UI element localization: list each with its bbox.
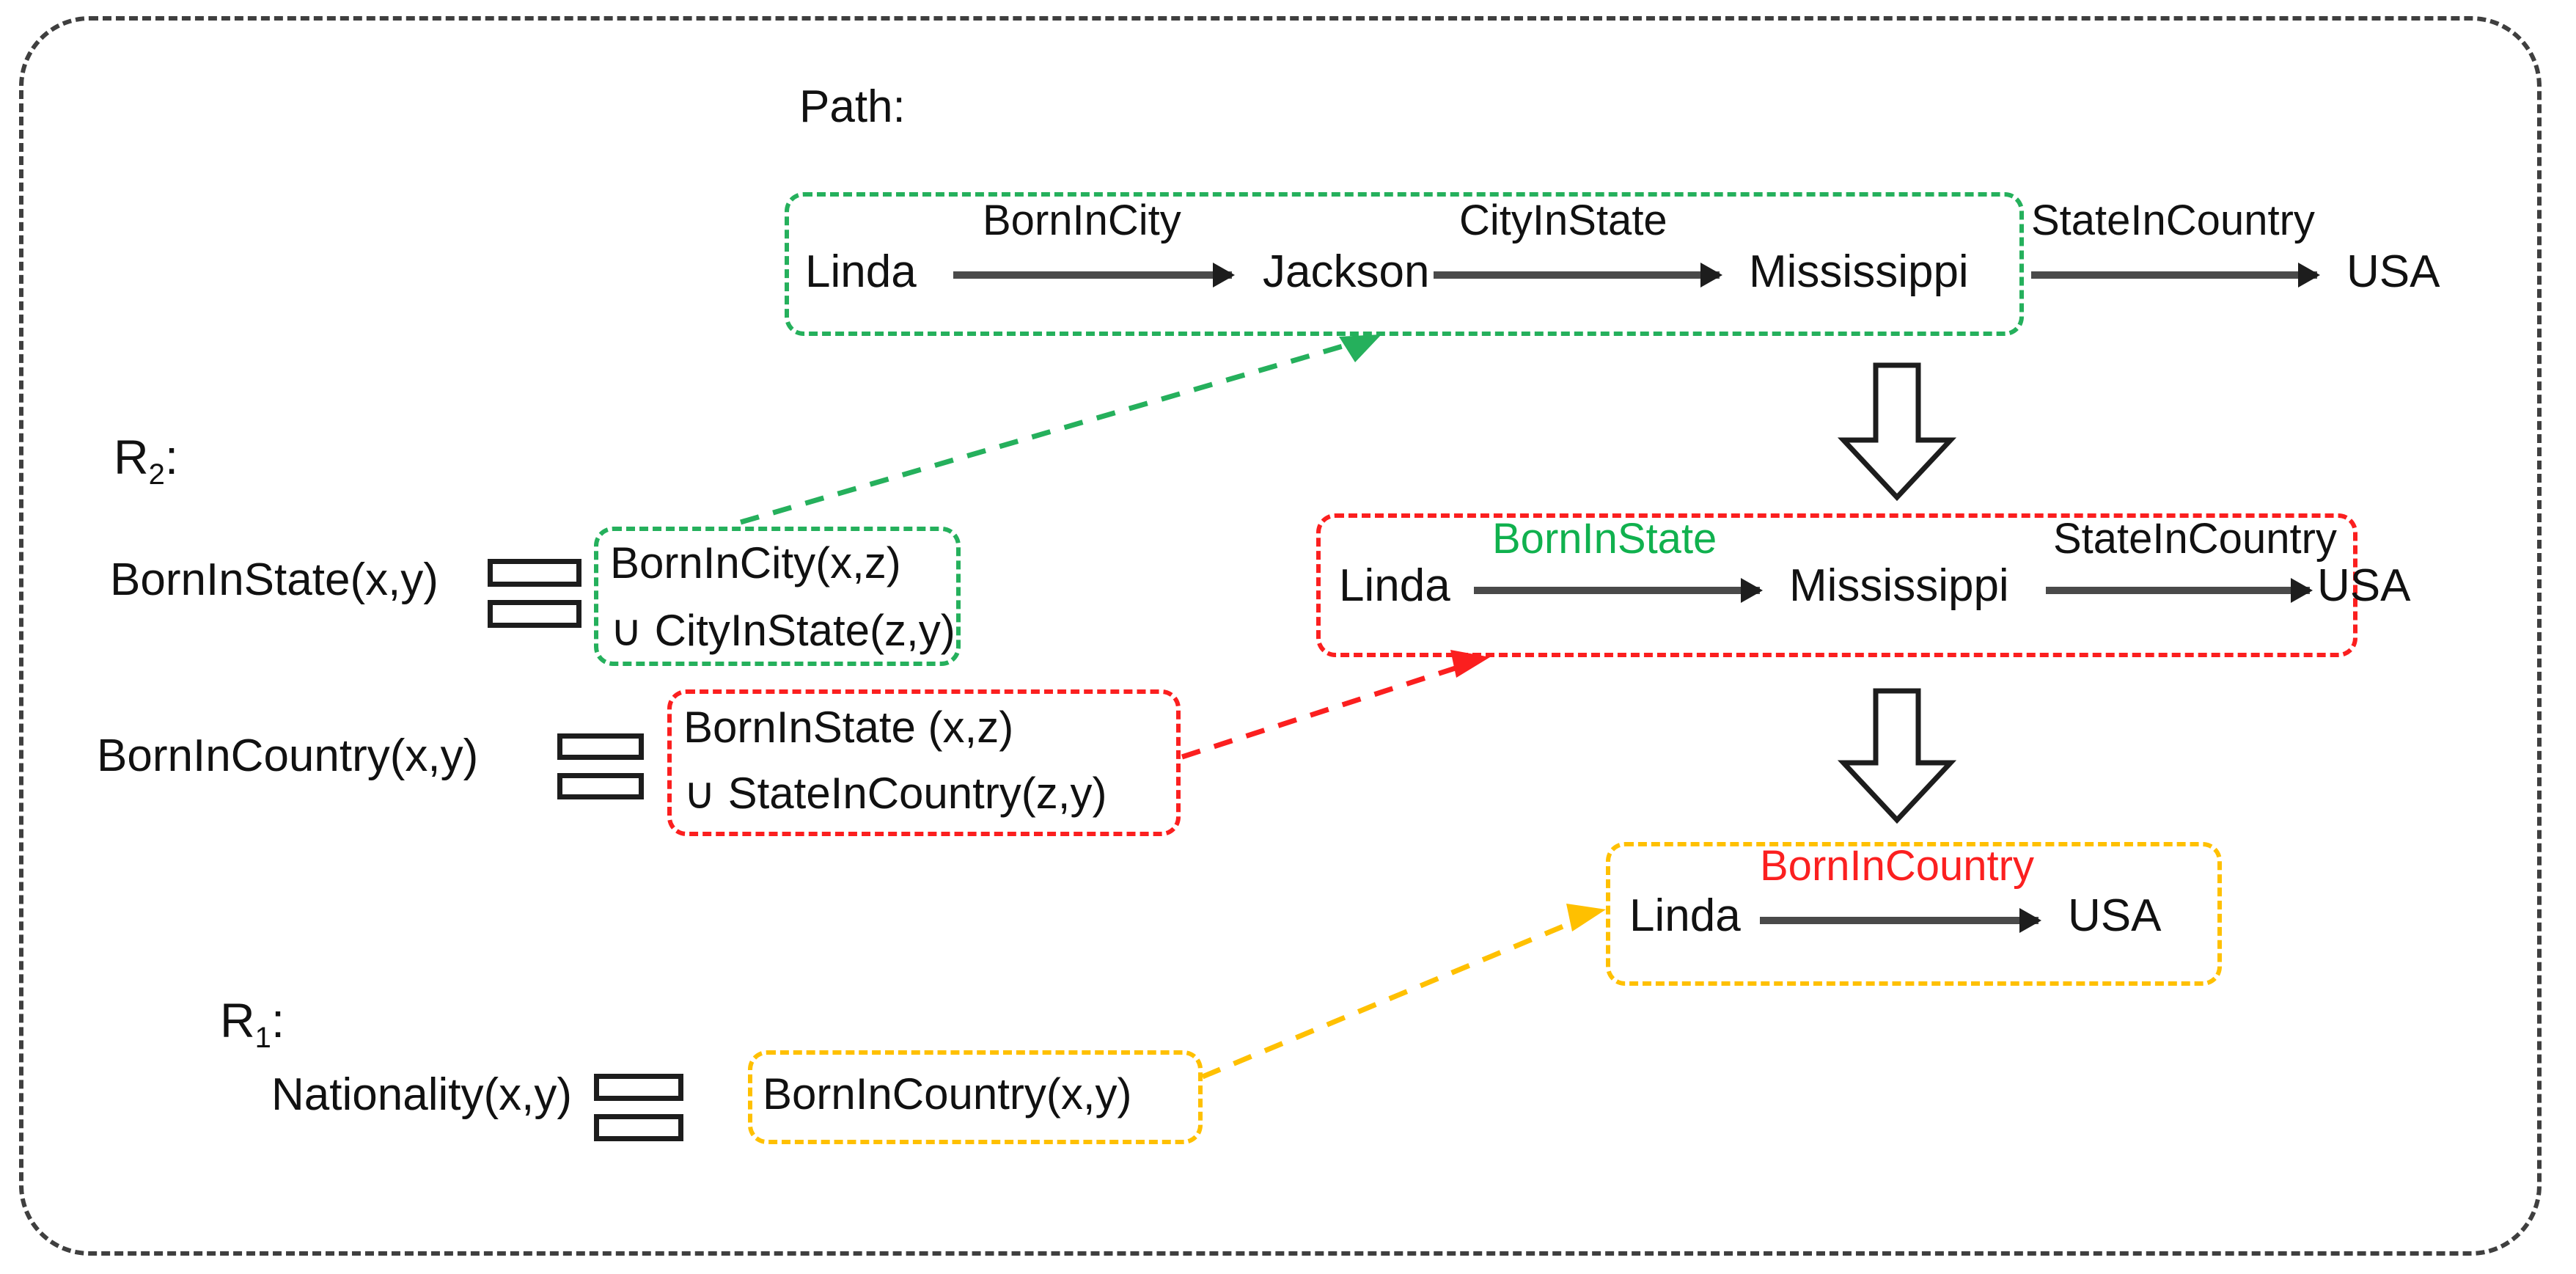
level1-node-jackson: Jackson	[1263, 246, 1430, 297]
level1-edge-bornincity: BornInCity	[983, 197, 1181, 244]
level2-node-linda: Linda	[1339, 560, 1450, 611]
outer-dashed-frame	[19, 16, 2542, 1256]
level3-path-box	[1606, 842, 2222, 986]
rule-r2-1-body-line-1: BornInCity(x,z)	[610, 538, 901, 587]
rule-r2-1-body-line-2: ∪ CityInState(z,y)	[610, 606, 955, 655]
level2-edge-stateincountry: StateInCountry	[2053, 515, 2337, 563]
level2-arrow-2	[2046, 587, 2310, 594]
level3-node-usa: USA	[2068, 890, 2162, 941]
level1-node-linda: Linda	[805, 246, 917, 297]
level2-path-box	[1316, 513, 2357, 657]
section-label-r2-letter: R	[114, 430, 149, 484]
level1-edge-cityinstate: CityInState	[1459, 197, 1667, 244]
rule-r1-1-body-line-1: BornInCountry(x,y)	[763, 1069, 1132, 1119]
level1-node-mississippi: Mississippi	[1749, 246, 1969, 297]
level1-path-box	[785, 192, 2024, 336]
yellow-rule-box	[748, 1050, 1203, 1144]
section-label-r2-subscript: 2	[148, 458, 165, 491]
level1-edge-stateincountry: StateInCountry	[2031, 197, 2315, 244]
rule-r2-2-body-line-1: BornInState (x,z)	[683, 703, 1014, 752]
rule-r2-2-body-line-2: ∪ StateInCountry(z,y)	[683, 769, 1107, 818]
section-label-r1: R1:	[220, 993, 285, 1055]
level2-node-mississippi: Mississippi	[1789, 560, 2009, 611]
equivalence-icon-3	[594, 1074, 683, 1144]
level1-node-usa: USA	[2346, 246, 2440, 297]
level3-node-linda: Linda	[1629, 890, 1741, 941]
section-label-r1-letter: R	[220, 993, 255, 1047]
rule-r1-1-head: Nationality(x,y)	[271, 1069, 572, 1120]
level2-edge-borninstate: BornInState	[1492, 515, 1717, 563]
section-label-r1-subscript: 1	[254, 1022, 271, 1055]
level1-arrow-1	[953, 271, 1232, 279]
level3-arrow-1	[1760, 917, 2039, 924]
red-rule-box	[667, 689, 1181, 836]
level2-arrow-1	[1474, 587, 1760, 594]
section-label-r2: R2:	[114, 430, 179, 491]
equivalence-icon-2	[557, 733, 644, 802]
level1-arrow-2	[1434, 271, 1720, 279]
equivalence-icon-1	[488, 559, 581, 631]
rule-r2-2-head: BornInCountry(x,y)	[97, 731, 479, 781]
rule-r2-1-head: BornInState(x,y)	[110, 554, 438, 605]
level1-arrow-3	[2031, 271, 2317, 279]
path-label: Path:	[799, 81, 906, 132]
green-rule-box	[594, 527, 961, 666]
level3-edge-bornincountry: BornInCountry	[1760, 842, 2034, 890]
level2-node-usa: USA	[2317, 560, 2411, 611]
